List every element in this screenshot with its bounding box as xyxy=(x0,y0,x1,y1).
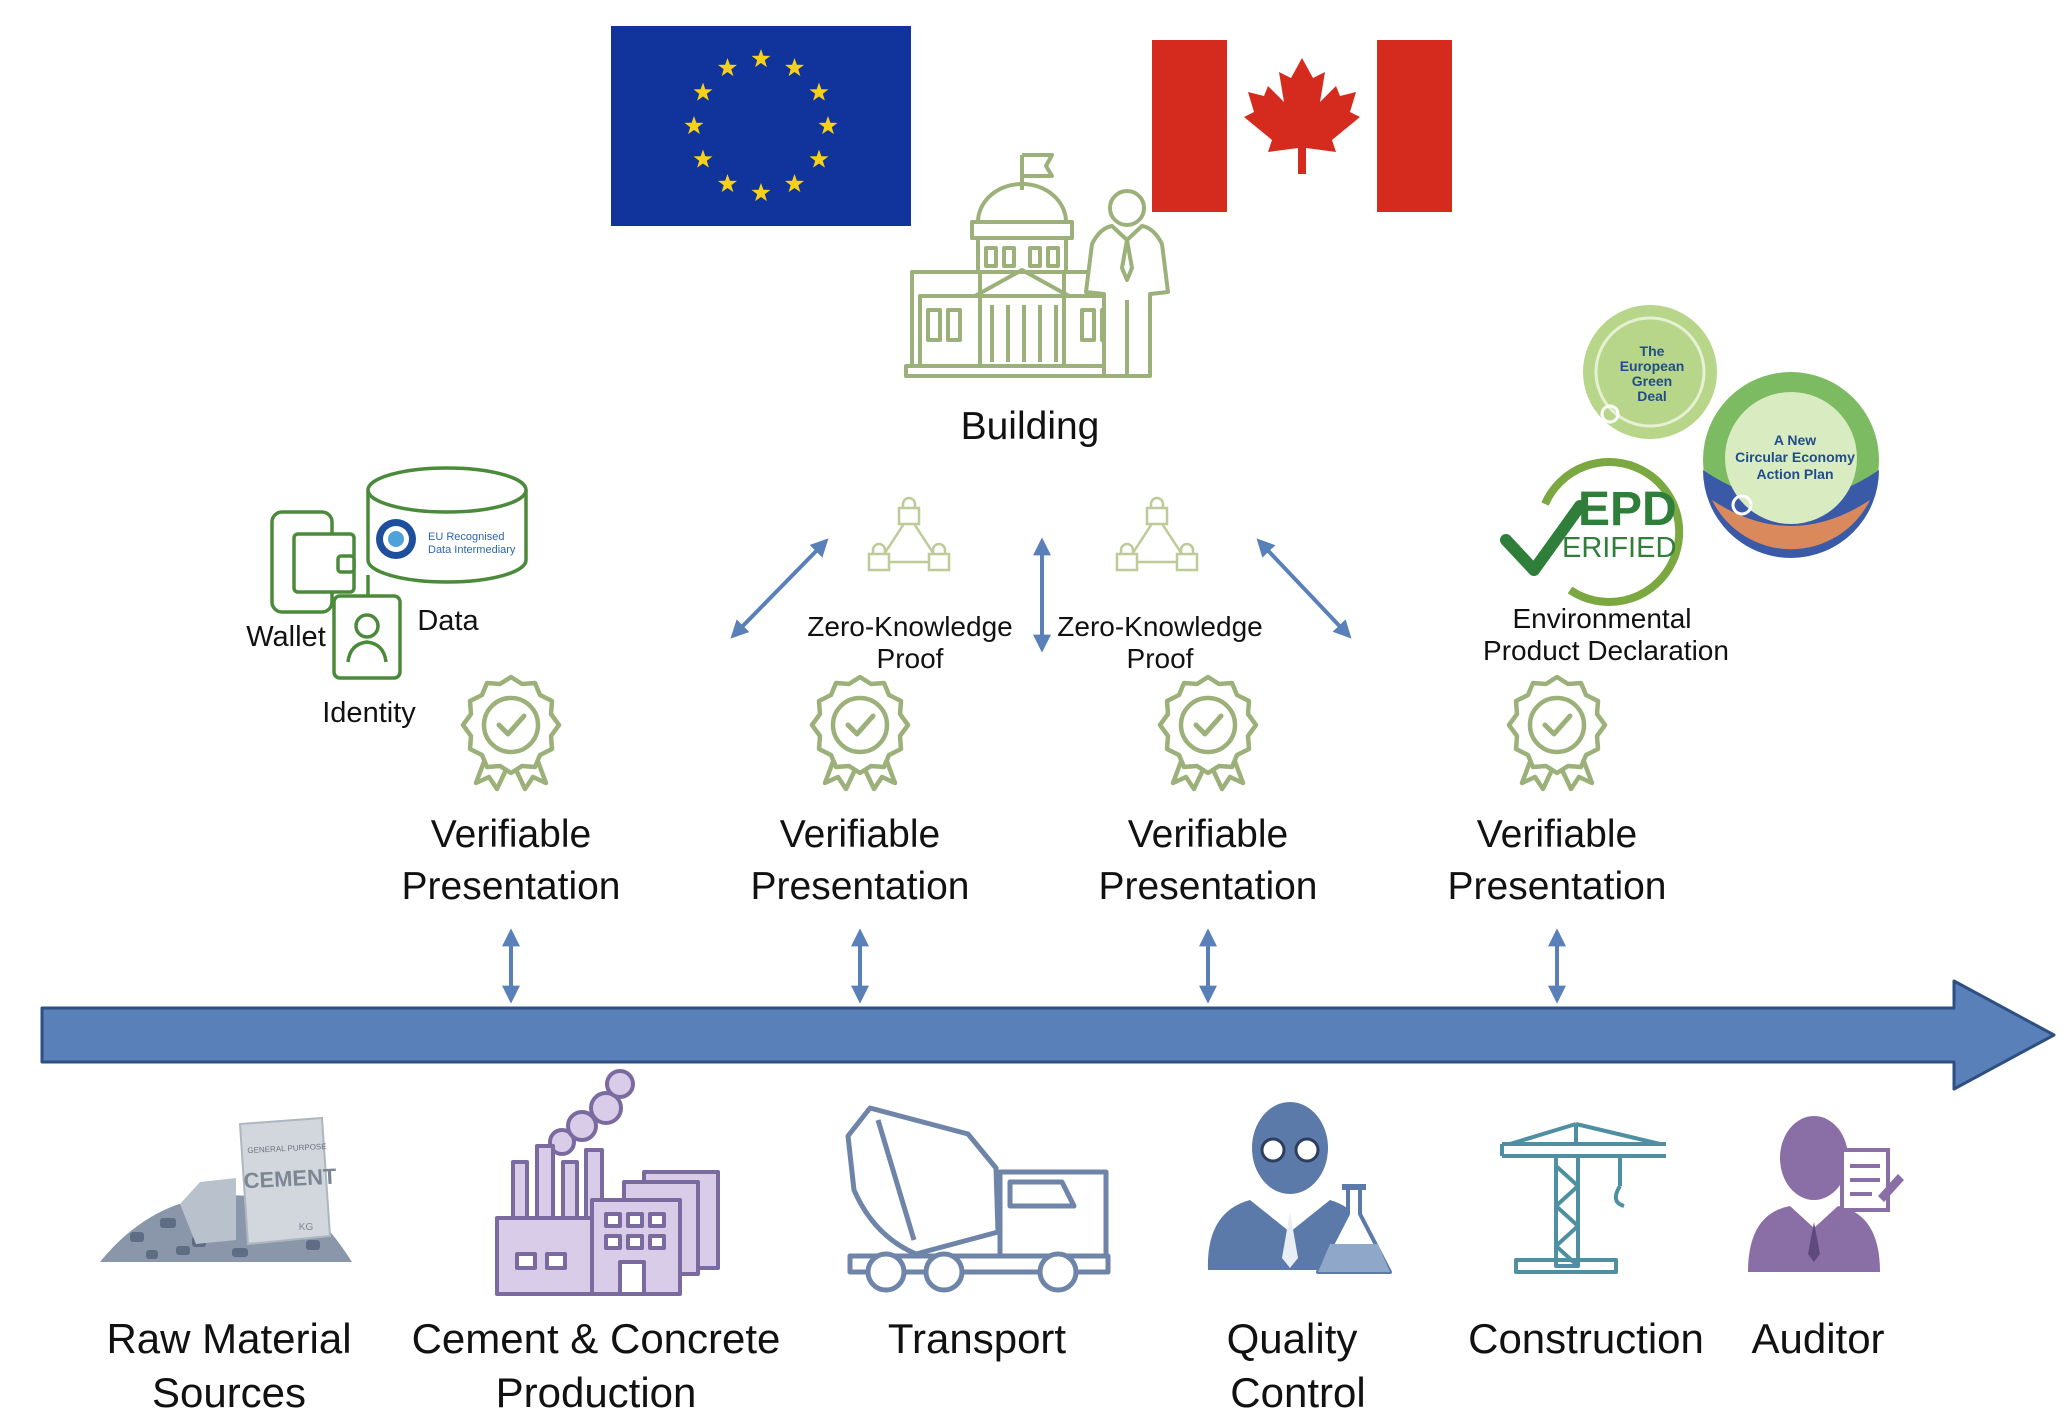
epd-logo-top: EPD xyxy=(1578,483,1677,536)
vp-label-line2: Presentation xyxy=(401,865,621,908)
building-label: Building xyxy=(960,405,1100,448)
circular-economy-text: A New xyxy=(1773,432,1817,448)
stage-label-line1: Auditor xyxy=(1751,1315,1885,1362)
factory-icon xyxy=(495,1069,720,1296)
eu-star-icon xyxy=(751,49,771,68)
vp-label-line1: Verifiable xyxy=(1476,813,1638,856)
epd-caption-line1: Environmental xyxy=(1512,603,1692,634)
eu-star-icon xyxy=(809,82,829,101)
identity-badge-icon xyxy=(332,575,402,680)
crane-icon xyxy=(1500,1122,1666,1274)
zkp-label-line1: Zero-Knowledge xyxy=(807,611,1013,642)
cement-bag-weight-text: KG xyxy=(298,1222,314,1233)
zkp-label-line2: Proof xyxy=(876,643,944,674)
circular-economy-text: Action Plan xyxy=(1756,466,1834,482)
eu-star-icon xyxy=(751,183,771,202)
zkp-graph-icon xyxy=(867,496,951,572)
green-deal-text: Green xyxy=(1631,373,1673,389)
official-person-icon xyxy=(1084,189,1170,378)
identity-label: Identity xyxy=(322,697,416,729)
wallet-label: Wallet xyxy=(246,621,326,653)
eu-flag xyxy=(611,26,911,226)
vp-label-line1: Verifiable xyxy=(430,813,592,856)
eu-star-icon xyxy=(809,149,829,168)
zkp-label-line2: Proof xyxy=(1126,643,1194,674)
cement-pile-icon xyxy=(100,1116,352,1262)
zkp-graph-icon xyxy=(1115,496,1199,572)
verified-seal-icon xyxy=(1160,677,1256,789)
vp-label-line2: Presentation xyxy=(1447,865,1667,908)
eu-star-icon xyxy=(718,174,737,193)
cement-bag-big-text: CEMENT xyxy=(242,1163,338,1194)
stage-label-line1: Construction xyxy=(1468,1315,1704,1362)
stage-label-line1: Transport xyxy=(887,1315,1067,1362)
epd-logo-bottom: ERIFIED xyxy=(1562,532,1677,564)
stage-label-line2: Sources xyxy=(151,1369,307,1416)
mixer-truck-icon xyxy=(845,1105,1111,1293)
epd-verified-logo xyxy=(1500,457,1684,606)
green-deal-badge xyxy=(1583,305,1717,439)
eu-star-icon xyxy=(818,116,838,135)
capitol-building-icon xyxy=(904,153,1140,378)
vp-label-line2: Presentation xyxy=(750,865,970,908)
exchange-arrow xyxy=(1256,538,1352,639)
eu-star-icon xyxy=(785,174,804,193)
verified-seal-icon xyxy=(463,677,559,789)
stage-label-line1: Raw Material xyxy=(106,1315,352,1362)
canada-flag xyxy=(1152,40,1452,212)
eu-star-icon xyxy=(693,149,713,168)
circular-economy-badge xyxy=(1703,372,1879,558)
epd-caption-line2: Product Declaration xyxy=(1483,635,1729,666)
verified-seal-icon xyxy=(812,677,908,789)
stage-label-line2: Control xyxy=(1230,1369,1366,1416)
circular-economy-text: Circular Economy xyxy=(1735,449,1855,465)
green-deal-text: Deal xyxy=(1637,388,1667,404)
supply-chain-timeline-arrow xyxy=(40,979,2056,1091)
eu-star-icon xyxy=(718,58,737,77)
eu-star-icon xyxy=(785,58,804,77)
data-storage-icon xyxy=(366,466,528,584)
scientist-icon xyxy=(1207,1102,1392,1274)
verified-seal-icon xyxy=(1509,677,1605,789)
zkp-label-line1: Zero-Knowledge xyxy=(1057,611,1263,642)
stage-label-line1: Cement & Concrete xyxy=(411,1315,781,1362)
eu-star-icon xyxy=(684,116,704,135)
intermediary-line1: EU Recognised xyxy=(428,531,505,543)
wallet-icon xyxy=(270,510,356,614)
auditor-icon xyxy=(1748,1116,1904,1272)
exchange-arrow xyxy=(730,538,829,639)
vp-label-line1: Verifiable xyxy=(1127,813,1289,856)
vp-label-line2: Presentation xyxy=(1098,865,1318,908)
green-deal-text: European xyxy=(1619,358,1685,374)
stage-label-line2: Production xyxy=(495,1369,697,1416)
vp-label-line1: Verifiable xyxy=(779,813,941,856)
intermediary-line2: Data Intermediary xyxy=(428,544,516,556)
data-label: Data xyxy=(417,605,479,637)
eu-data-intermediary-logo xyxy=(376,519,416,559)
stage-label-line1: Quality xyxy=(1226,1315,1358,1362)
eu-star-icon xyxy=(693,82,713,101)
green-deal-text: The xyxy=(1639,343,1665,359)
